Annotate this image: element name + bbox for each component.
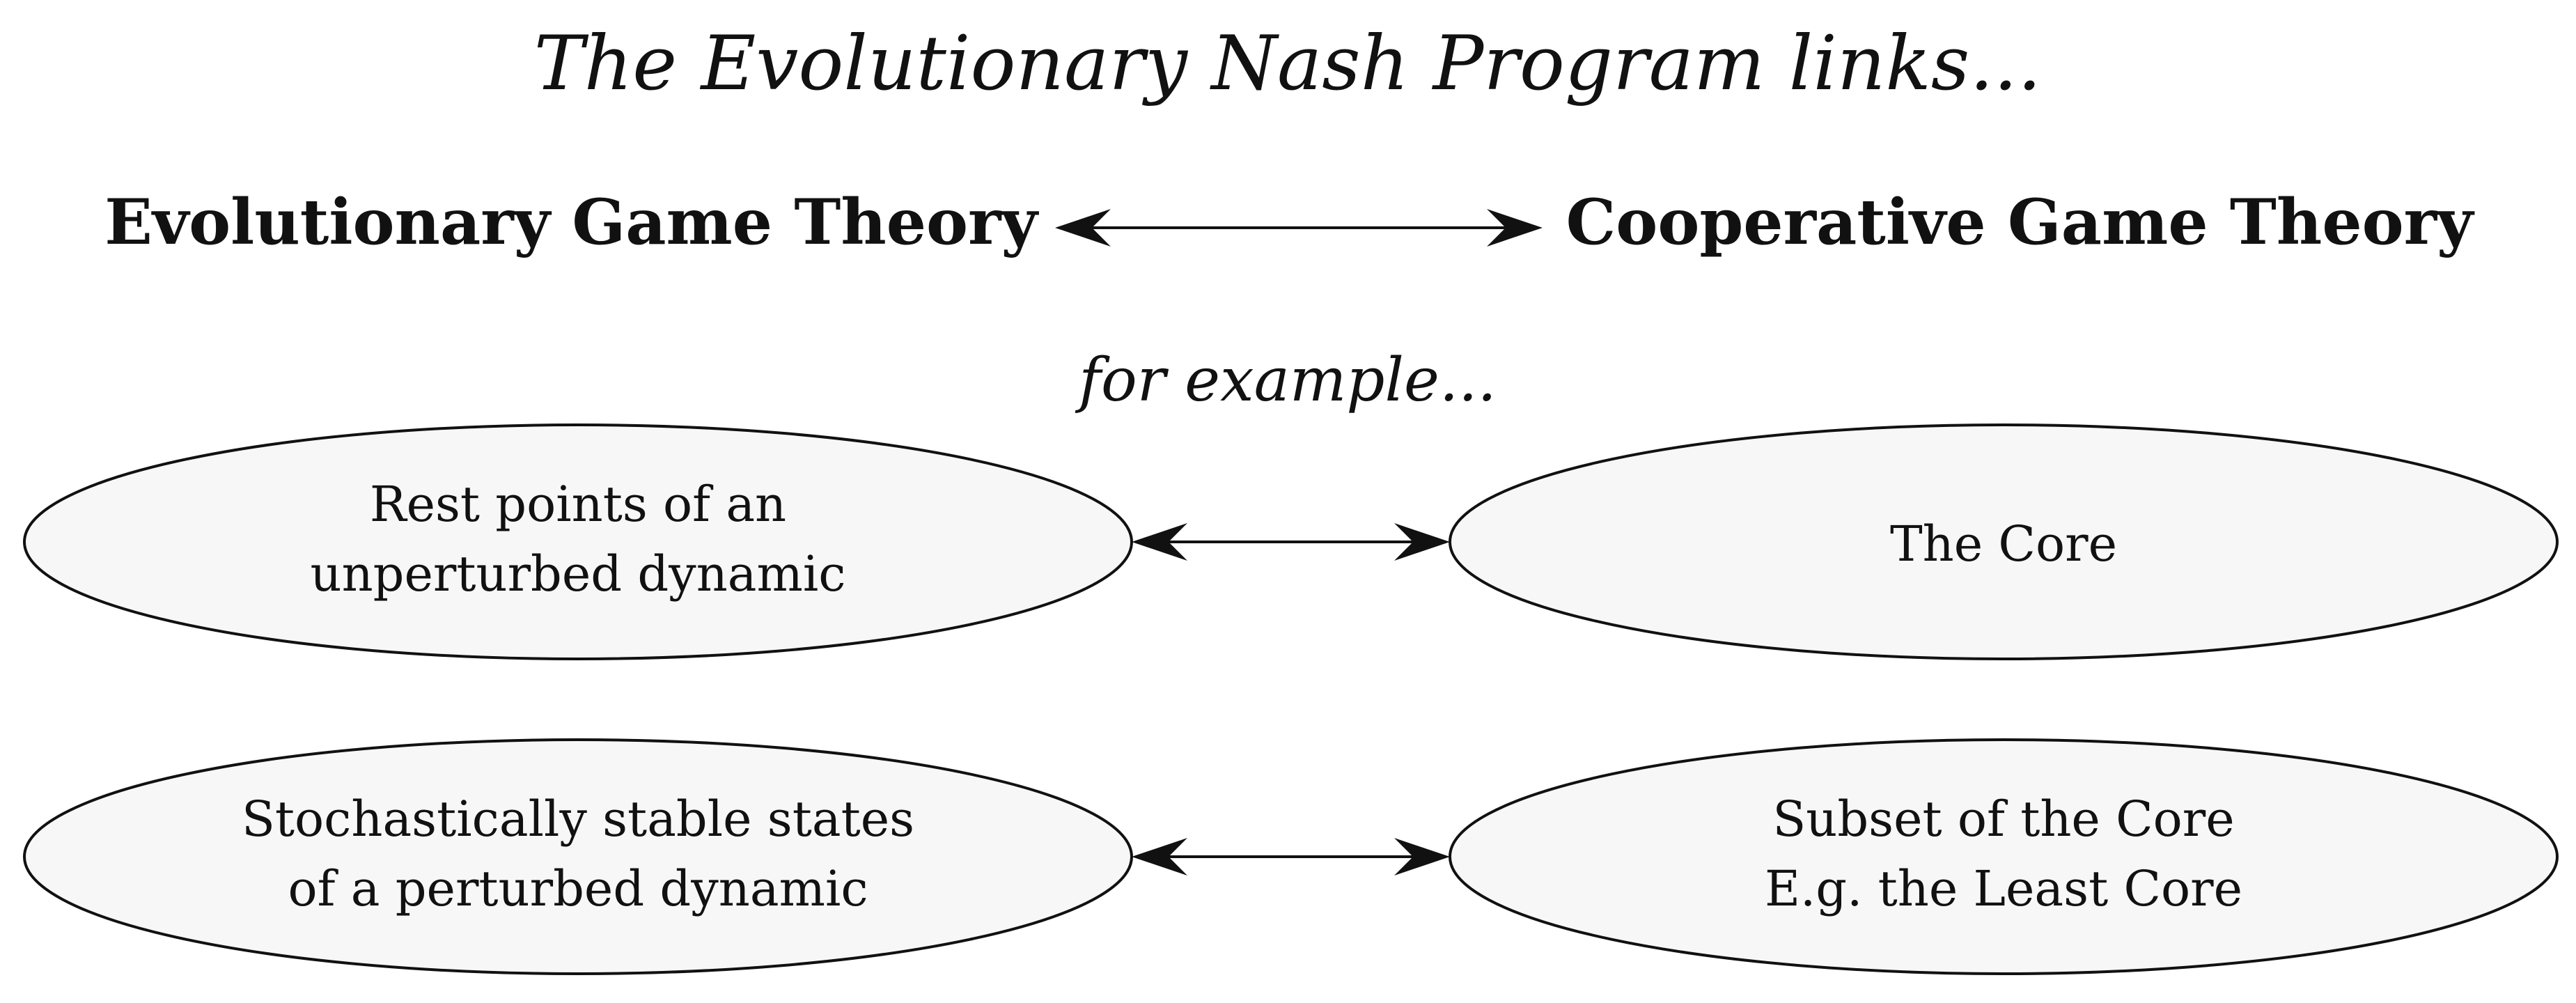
row-2-link-arrowhead-left — [1132, 838, 1187, 876]
example-label: for example... — [1075, 345, 1497, 415]
right-heading: Cooperative Game Theory — [1566, 185, 2475, 259]
row-2-right-line-2: E.g. the Least Core — [1765, 860, 2242, 917]
row-2-left-line-1: Stochastically stable states — [242, 791, 914, 848]
row-2-left-line-2: of a perturbed dynamic — [288, 860, 868, 917]
row-1-link-arrow — [1132, 523, 1450, 561]
row-1-left-ellipse — [23, 423, 1133, 660]
heading-link-arrow — [1055, 209, 1543, 247]
row-1-left-line-2: unperturbed dynamic — [311, 545, 846, 602]
left-heading: Evolutionary Game Theory — [104, 185, 1039, 259]
row-2-link-arrowhead-right — [1394, 838, 1450, 876]
row-2-right-line-1: Subset of the Core — [1772, 791, 2234, 848]
row-2-left-ellipse — [23, 738, 1133, 975]
row-1-link-arrowhead-right — [1394, 523, 1450, 561]
row-1: Rest points of an unperturbed dynamic Th… — [23, 423, 2559, 660]
heading-link-arrowhead-left — [1055, 209, 1111, 247]
heading-link-arrowhead-right — [1487, 209, 1543, 247]
row-1-right-line-1: The Core — [1890, 515, 2117, 573]
row-1-link-arrowhead-left — [1132, 523, 1187, 561]
row-2-link-arrow — [1132, 838, 1450, 876]
row-2: Stochastically stable states of a pertur… — [23, 738, 2559, 975]
diagram-title: The Evolutionary Nash Program links... — [534, 20, 2042, 107]
row-2-right-ellipse — [1449, 738, 2559, 975]
row-1-left-line-1: Rest points of an — [370, 476, 786, 533]
